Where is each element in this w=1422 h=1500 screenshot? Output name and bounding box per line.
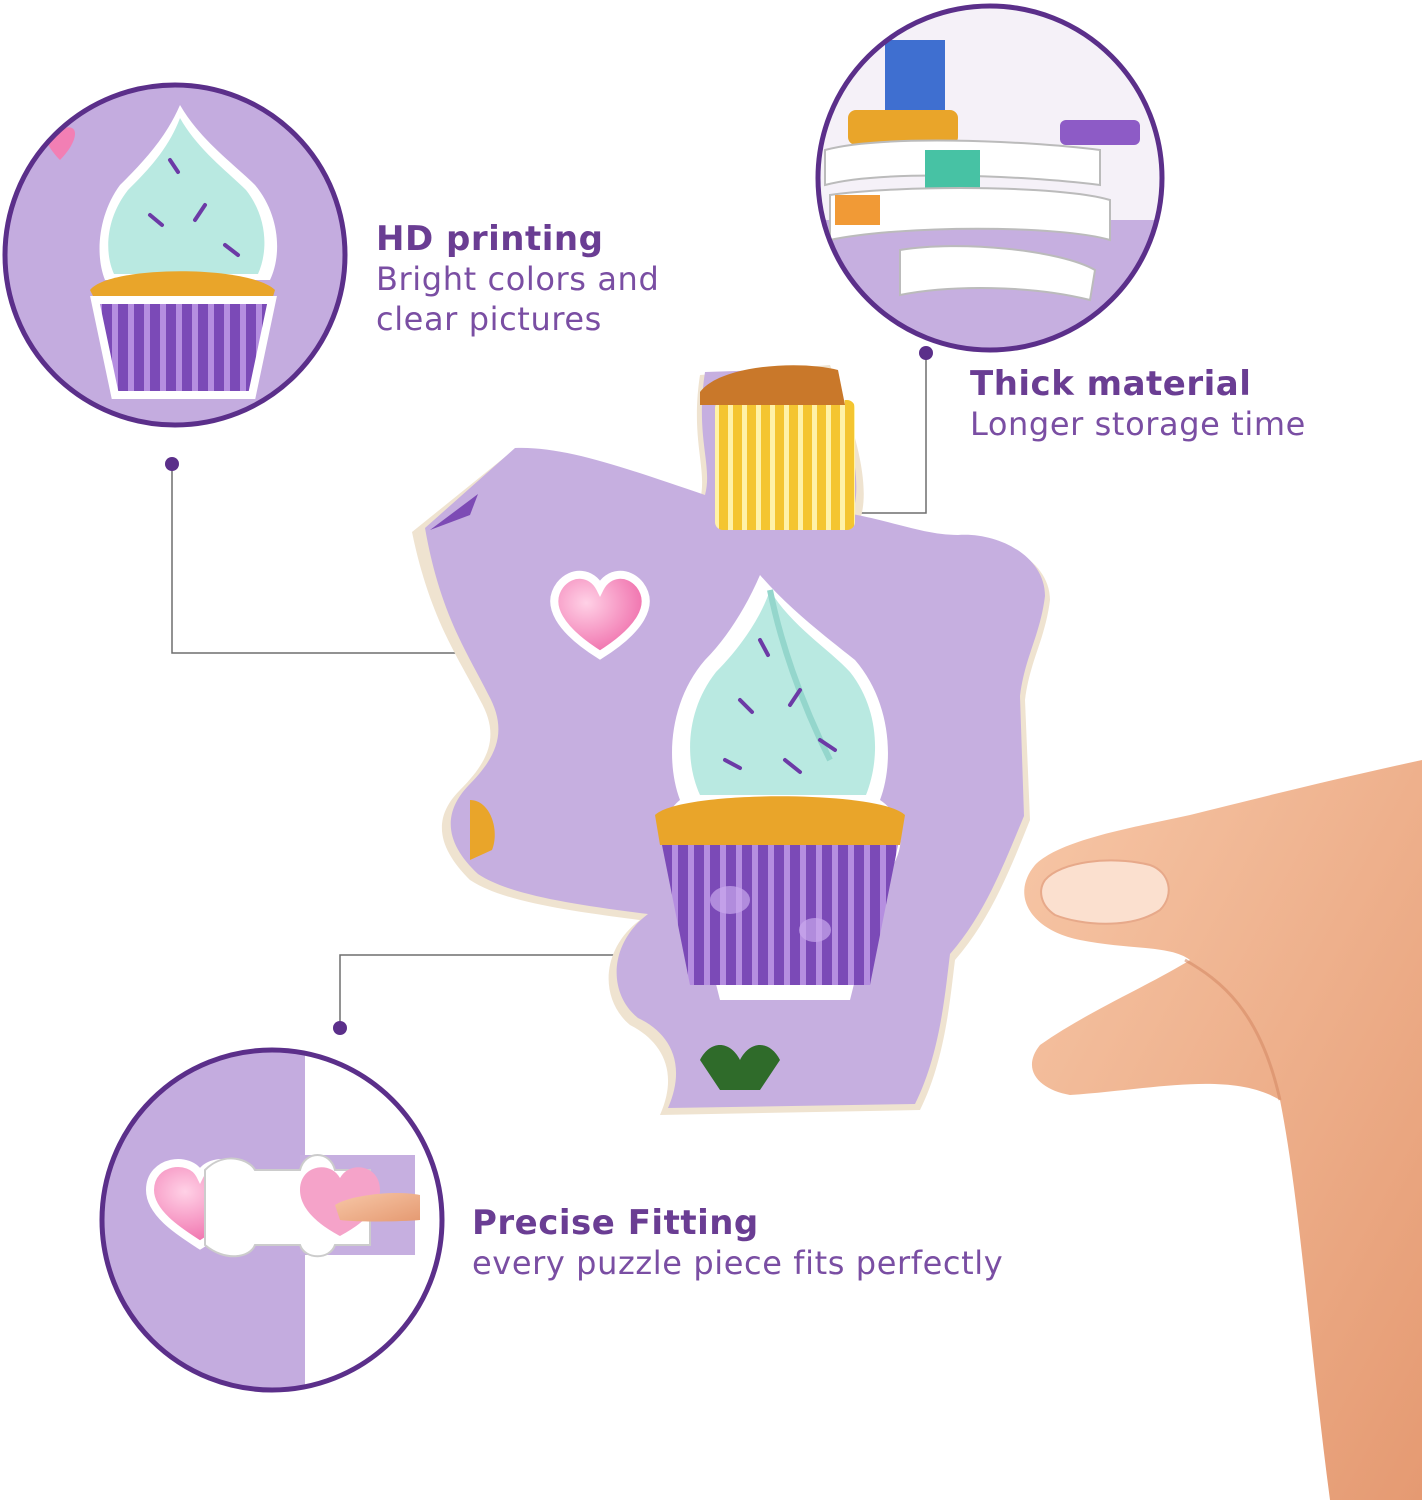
feature-description: every puzzle piece fits perfectly <box>472 1244 1004 1283</box>
feature-title: Precise Fitting <box>472 1203 759 1243</box>
detail-circle-precise-fitting <box>99 1047 445 1393</box>
detail-circle-hd-printing <box>2 82 348 428</box>
detail-circle-thick-material <box>815 3 1165 353</box>
puzzle-piece-main <box>412 365 1050 1115</box>
connector-dots <box>165 346 933 1035</box>
hand-illustration <box>1024 760 1422 1500</box>
feature-precise-fitting: Precise Fitting every puzzle piece fits … <box>472 1203 1112 1284</box>
feature-description-line-2: clear pictures <box>376 299 602 338</box>
feature-title: Thick material <box>970 364 1252 404</box>
feature-description-line-1: Bright colors and <box>376 260 660 299</box>
feature-hd-printing: HD printing Bright colors and clear pict… <box>376 219 756 339</box>
feature-description: Longer storage time <box>970 405 1306 444</box>
feature-title: HD printing <box>376 219 604 259</box>
feature-thick-material: Thick material Longer storage time <box>970 364 1410 445</box>
